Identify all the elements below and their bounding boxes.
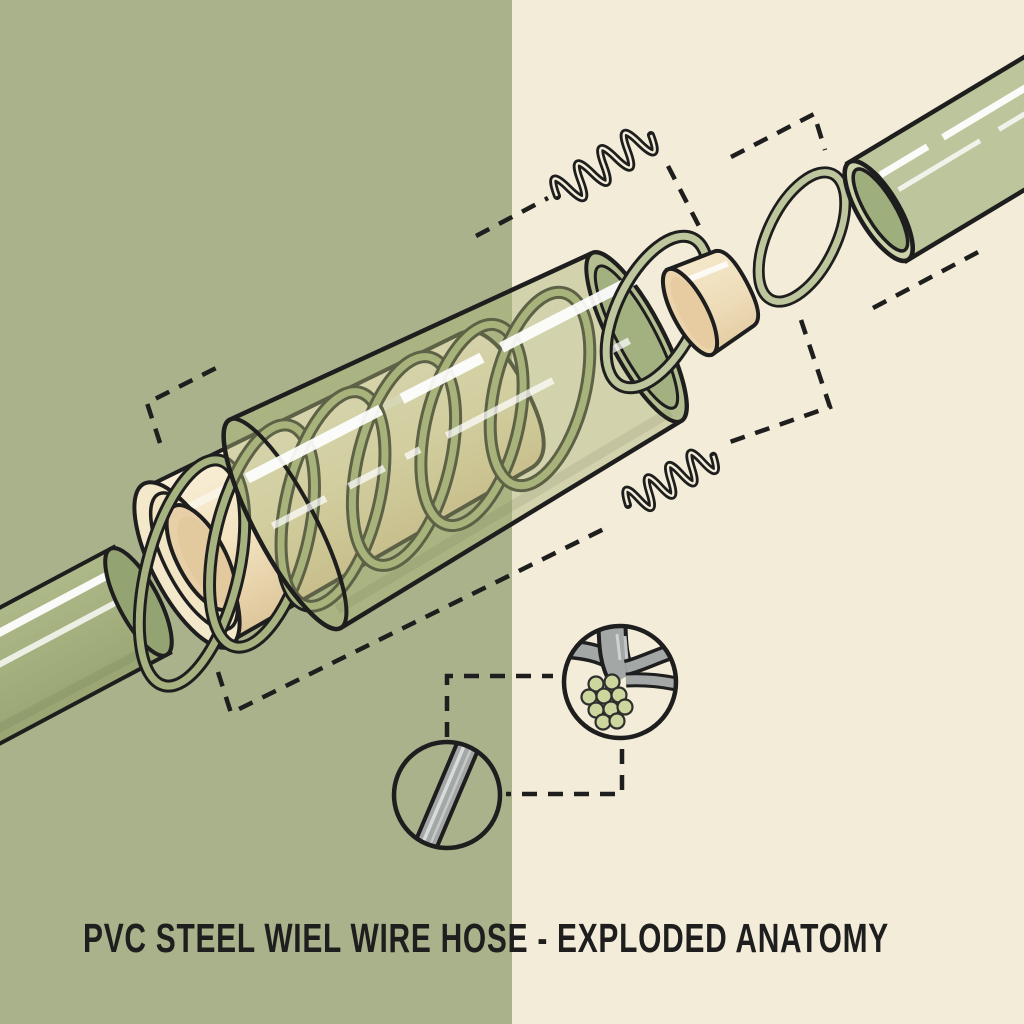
leader-line-core-bottom <box>215 522 613 717</box>
outer-tube-segment <box>842 0 1024 264</box>
title-group: PVC STEEL WIEL WIRE HOSE - EXPLODED ANAT… <box>83 915 889 961</box>
connector-detail-circles-top <box>444 673 553 737</box>
detail-circle-outline <box>561 623 679 741</box>
spring-symbol-bottom <box>621 448 720 512</box>
core-collar <box>660 248 761 358</box>
leader-line-to-top-spring <box>474 196 550 238</box>
leader-line-spring-to-ring <box>665 164 705 234</box>
wire-ring-2 <box>752 166 852 308</box>
leader-line-core-top <box>144 364 220 444</box>
steel-wire-coil <box>132 285 597 693</box>
diagram-title: PVC STEEL WIEL WIRE HOSE - EXPLODED ANAT… <box>83 915 889 961</box>
detail-circle-outline <box>391 739 503 851</box>
tube-segment-bore <box>851 167 910 253</box>
leader-line-ring2-top <box>729 110 828 159</box>
detail-circle-single-wire <box>391 739 503 851</box>
connector-detail-circles-bottom <box>506 749 625 797</box>
detail-circle-wire-bundle <box>561 623 679 741</box>
leader-line-ring2-bottom <box>726 319 833 446</box>
spring-symbol-top <box>549 128 659 203</box>
outer-tube-mouth <box>221 416 349 632</box>
leader-lines <box>144 110 984 797</box>
leader-line-tube-segment <box>871 248 984 310</box>
wire-strand-bundle <box>580 673 634 731</box>
